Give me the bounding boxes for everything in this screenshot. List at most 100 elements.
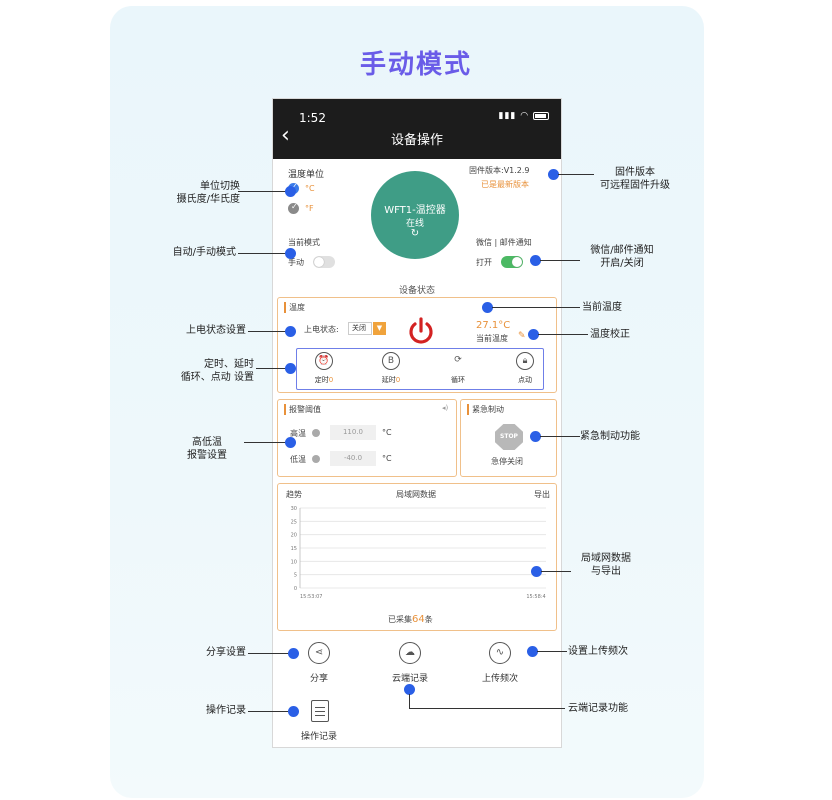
annotation-line xyxy=(256,368,288,370)
cloud-icon[interactable]: ☁ xyxy=(399,642,421,664)
trend-label: 趋势 xyxy=(286,490,302,499)
signal-icon: ▮▮▮ xyxy=(498,111,517,121)
phone-screen: 1:52 ▮▮▮ ◠ ‹ 设备操作 温度单位 °C °F 固件版本:V1.2.9… xyxy=(272,98,562,748)
power-icon[interactable] xyxy=(406,316,436,346)
annotation-dot xyxy=(530,255,541,266)
lan-data-label: 局域网数据 xyxy=(396,490,436,499)
document-icon[interactable] xyxy=(311,700,329,722)
annotation-upload: 设置上传频次 xyxy=(568,646,628,657)
upload-frequency-button[interactable]: 上传频次 xyxy=(481,674,518,684)
annotation-line xyxy=(409,694,411,708)
unit-title: 温度单位 xyxy=(288,170,325,180)
refresh-icon[interactable]: ↻ xyxy=(410,228,420,239)
low-lock-icon[interactable] xyxy=(312,455,320,463)
chart-ytick-label: 15 xyxy=(291,546,297,552)
annotation-dot xyxy=(285,186,296,197)
annotation-current-temp: 当前温度 xyxy=(582,302,622,313)
annotation-dot xyxy=(285,326,296,337)
annotation-line xyxy=(248,711,290,713)
annotation-power-on: 上电状态设置 xyxy=(186,325,246,336)
low-temp-label: 低温 xyxy=(290,455,306,464)
lock-icon[interactable]: 🔒︎ xyxy=(516,352,534,370)
wave-icon[interactable]: ∿ xyxy=(489,642,511,664)
share-icon[interactable]: ⋖ xyxy=(308,642,330,664)
mode-toggle[interactable] xyxy=(313,256,335,268)
annotation-line xyxy=(540,436,580,438)
annotation-unit-switch: 单位切换摄氏度/华氏度 xyxy=(176,181,240,205)
emergency-stop-card: 紧急制动 STOP 急停关闭 xyxy=(460,399,557,477)
firmware-version[interactable]: 固件版本:V1.2.9 xyxy=(469,166,530,175)
function-timer[interactable]: 定时0 xyxy=(314,376,334,384)
high-lock-icon[interactable] xyxy=(312,429,320,437)
stop-sign-icon[interactable]: STOP xyxy=(495,424,523,450)
operation-log-button[interactable]: 操作记录 xyxy=(300,732,337,742)
annotation-dot xyxy=(404,684,415,695)
back-arrow-icon[interactable]: ‹ xyxy=(281,123,290,148)
annotation-log: 操作记录 xyxy=(206,705,246,716)
annotation-line xyxy=(238,253,288,255)
export-button[interactable]: 导出 xyxy=(534,490,550,499)
annotation-line xyxy=(238,191,288,193)
annotation-line xyxy=(492,307,580,309)
annotation-dot xyxy=(482,302,493,313)
chart-ytick-label: 5 xyxy=(294,573,297,579)
share-button[interactable]: 分享 xyxy=(309,674,328,684)
alarm-threshold-card: 报警阈值 ◂) 高温 110.0 °C 低温 -40.0 °C xyxy=(277,399,457,477)
annotation-mode: 自动/手动模式 xyxy=(172,247,236,258)
annotation-calibration: 温度校正 xyxy=(590,329,630,340)
annotation-dot xyxy=(285,437,296,448)
annotation-dot xyxy=(288,648,299,659)
power-on-label: 上电状态: xyxy=(304,325,339,334)
alarm-clock-icon[interactable]: ⏰ xyxy=(315,352,333,370)
notify-value: 打开 xyxy=(476,258,492,267)
annotation-share: 分享设置 xyxy=(206,647,246,658)
celsius-label: °C xyxy=(305,184,315,193)
annotation-line xyxy=(248,331,288,333)
function-delay[interactable]: 延时0 xyxy=(381,376,401,384)
nav-title: 设备操作 xyxy=(390,133,443,148)
annotation-line xyxy=(244,442,288,444)
battery-icon xyxy=(533,111,549,120)
annotation-alarm: 高低温报警设置 xyxy=(187,437,227,461)
annotation-line xyxy=(538,334,588,336)
annotation-notify: 微信/邮件通知开启/关闭 xyxy=(590,245,654,269)
chevron-down-icon[interactable]: ▼ xyxy=(373,322,386,335)
low-temp-unit: °C xyxy=(382,454,392,463)
chart-ytick-label: 30 xyxy=(291,506,297,512)
status-icons: ▮▮▮ ◠ xyxy=(499,111,549,121)
cloud-record-button[interactable]: 云端记录 xyxy=(391,674,428,684)
collected-count-text: 已采集64条 xyxy=(388,614,433,625)
current-temperature: 27.1°C xyxy=(476,320,511,331)
power-on-select[interactable]: 关闭 xyxy=(348,322,372,335)
firmware-status: 已是最新版本 xyxy=(481,180,529,189)
chart-ytick-label: 0 xyxy=(294,586,297,592)
annotation-line xyxy=(541,571,571,573)
delay-icon[interactable]: B xyxy=(382,352,400,370)
mode-title: 当前模式 xyxy=(288,238,320,247)
annotation-dot xyxy=(285,363,296,374)
annotation-line xyxy=(409,708,565,710)
annotation-dot xyxy=(548,169,559,180)
device-status-circle: WFT1-温控器 在线 ↻ xyxy=(371,171,459,259)
annotation-cloud: 云端记录功能 xyxy=(568,703,628,714)
high-temp-input[interactable]: 110.0 xyxy=(330,425,376,440)
high-temp-unit: °C xyxy=(382,428,392,437)
chart-ytick-label: 10 xyxy=(291,559,297,565)
chart-ytick-label: 20 xyxy=(291,533,297,539)
speaker-icon[interactable]: ◂) xyxy=(442,404,449,412)
device-status-label: 设备状态 xyxy=(398,286,435,296)
chart-xtick-label: 15:53:07 xyxy=(300,594,322,600)
emergency-card-title: 紧急制动 xyxy=(467,404,504,415)
fahrenheit-radio[interactable] xyxy=(288,202,299,214)
function-box: ⏰ 定时0 B 延时0 ⟳ 循环 🔒︎ 点动 xyxy=(296,348,544,390)
function-jog[interactable]: 点动 xyxy=(518,376,532,384)
notify-toggle[interactable] xyxy=(501,256,523,268)
function-cycle[interactable]: 循环 xyxy=(451,376,465,384)
edit-pencil-icon[interactable]: ✎ xyxy=(518,331,526,341)
annotation-line xyxy=(537,651,567,653)
annotation-line xyxy=(558,174,594,176)
low-temp-input[interactable]: -40.0 xyxy=(330,451,376,466)
cycle-icon[interactable]: ⟳ xyxy=(454,355,462,365)
annotation-timer: 定时、延时循环、点动 设置 xyxy=(180,359,254,383)
